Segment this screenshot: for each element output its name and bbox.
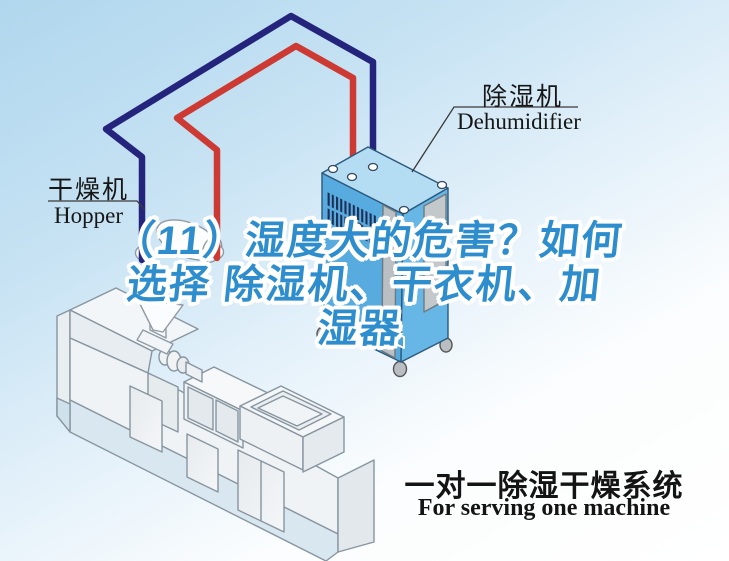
return-air-pipe [173,42,357,262]
dehumidifier-leader-line [411,106,578,173]
brand-badge [386,328,405,349]
hopper-leader-line [48,200,146,211]
vent-grille [327,208,379,247]
dehumidifier-unit [316,146,453,378]
lifting-eyelets [327,162,448,234]
machine-door [129,385,163,453]
dehumidifier-label-en: Dehumidifier [457,109,581,134]
dry-air-supply-pipe [102,12,377,264]
overlay-title-line2: 选择 除湿机、干衣机、加 [124,263,605,307]
dehumidifier-label-zh: 除湿机 [482,84,564,111]
overlay-title-line1: （11）湿度大的危害？如何 [112,219,626,263]
hopper-label-zh: 干燥机 [48,177,130,204]
hopper-label-en: Hopper [54,203,123,228]
leader-lines [48,106,578,211]
overlay-title: （11）湿度大的危害？如何 选择 除湿机、干衣机、加 湿器 [0,219,729,351]
caption-en: For serving one machine [417,495,671,521]
caster-wheels [316,326,453,378]
hopper-funnel [137,299,184,333]
overlay-title-line3: 湿器 [315,307,405,351]
machine-door [186,433,219,493]
vent-grille [327,192,376,229]
hopper-pedestal [136,329,174,355]
access-panel [423,193,447,313]
caption-zh: 一对一除湿干燥系统 [404,470,684,503]
molding-machine [56,287,375,561]
